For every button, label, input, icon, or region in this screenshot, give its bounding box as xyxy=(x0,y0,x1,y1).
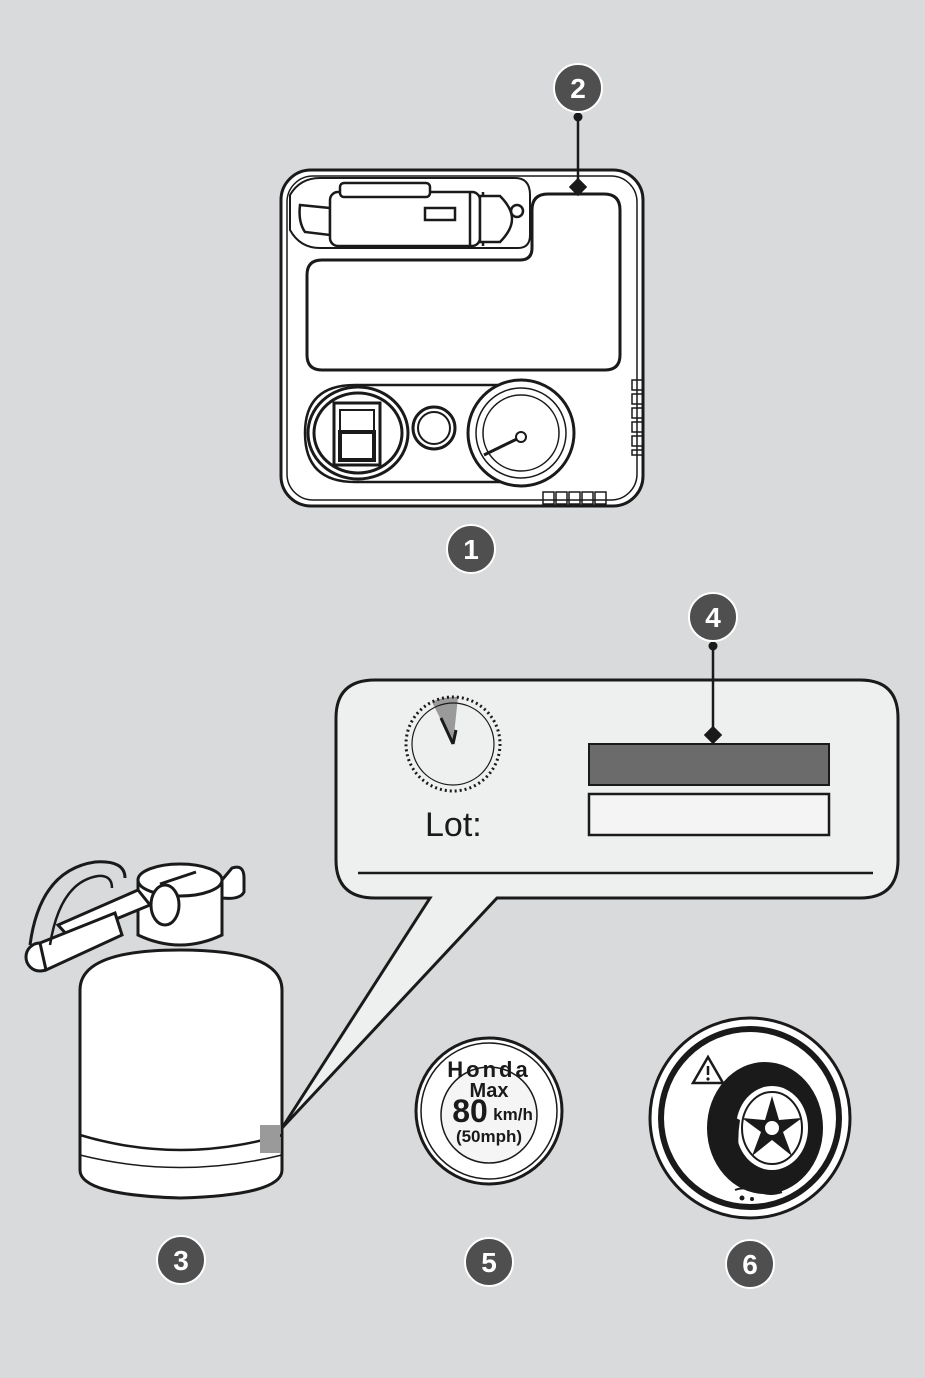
pressure-gauge-icon xyxy=(466,378,576,488)
sticker-speed-value: 80 xyxy=(452,1093,488,1129)
lot-number-box xyxy=(587,792,831,837)
power-switch xyxy=(332,401,382,467)
callout-5: 5 xyxy=(464,1237,514,1287)
callout-1-label: 1 xyxy=(463,534,479,565)
callout-4: 4 xyxy=(688,592,738,642)
sealant-label-panel xyxy=(280,678,900,1130)
callout-3-label: 3 xyxy=(173,1245,189,1276)
clock-icon xyxy=(404,695,502,793)
callout-1: 1 xyxy=(446,524,496,574)
callout-2: 2 xyxy=(553,63,603,113)
power-plug-icon xyxy=(298,181,525,248)
callout-3: 3 xyxy=(156,1235,206,1285)
callout-2-leader xyxy=(568,112,588,197)
callout-6: 6 xyxy=(725,1239,775,1289)
sticker-speed-alt: (50mph) xyxy=(456,1127,522,1146)
callout-5-label: 5 xyxy=(481,1247,497,1278)
sticker-max-label: Max xyxy=(470,1080,509,1102)
sealant-bottle-icon xyxy=(24,860,284,1200)
callout-4-label: 4 xyxy=(705,602,721,633)
callout-2-label: 2 xyxy=(570,73,586,104)
lot-label: Lot: xyxy=(425,806,482,844)
expiry-date-box xyxy=(588,743,830,786)
deflate-button xyxy=(411,405,457,451)
speed-limit-sticker: Honda Max 80 km/h (50mph) xyxy=(414,1036,564,1186)
sticker-speed-unit: km/h xyxy=(493,1105,533,1124)
tire-warning-icon xyxy=(648,1016,852,1220)
sticker-brand: Honda xyxy=(447,1057,530,1082)
callout-4-leader xyxy=(703,641,723,745)
callout-6-label: 6 xyxy=(742,1249,758,1280)
